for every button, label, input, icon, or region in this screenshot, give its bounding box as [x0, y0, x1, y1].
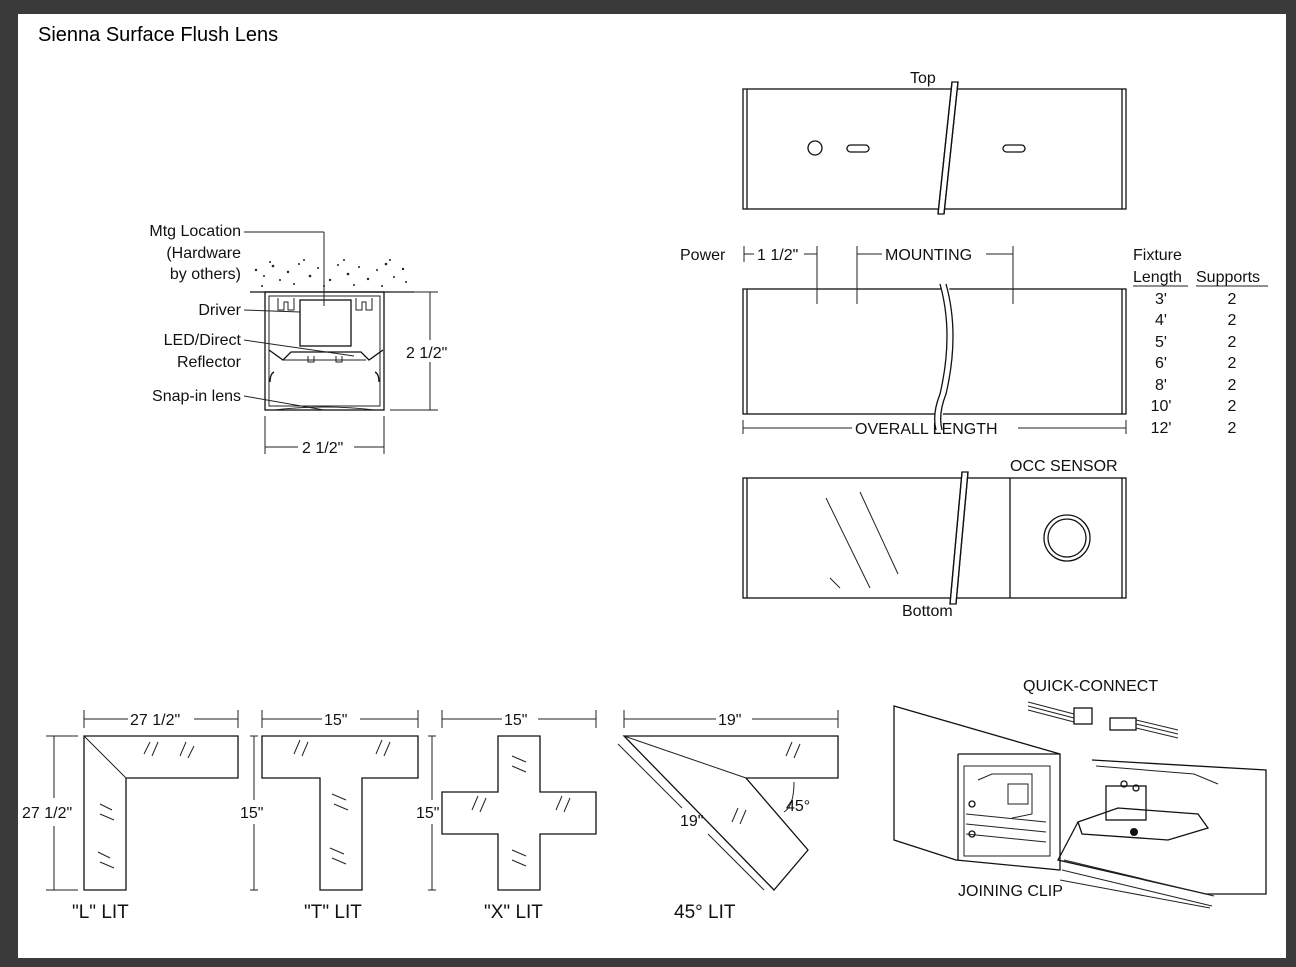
joining-detail: QUICK-CONNECT JOINING CLIP: [893, 678, 1267, 909]
callout-mtg-location: Mtg Location: [149, 223, 241, 240]
table-length-cell: 6': [1155, 355, 1167, 372]
bottom-view: Bottom OCC SENSOR: [742, 458, 1127, 620]
occ-sensor-label: OCC SENSOR: [1010, 458, 1118, 475]
l-lit-name: "L" LIT: [72, 902, 129, 923]
table-length-cell: 4': [1155, 312, 1167, 329]
joining-clip-label: JOINING CLIP: [958, 883, 1063, 900]
callout-led-direct: LED/Direct: [164, 332, 242, 349]
45-lit-angle: 45°: [786, 798, 810, 815]
section-width-dim: 2 1/2": [302, 440, 343, 457]
top-view: Top: [742, 70, 1127, 215]
table-header-supports: Supports: [1196, 269, 1260, 286]
mounting-dim: MOUNTING: [885, 247, 972, 264]
table-length-cell: 10': [1151, 398, 1172, 415]
table-length-cell: 5': [1155, 334, 1167, 351]
callout-by-others: by others): [170, 266, 241, 283]
45-lit-config: 19" 19" 45° 45° LIT: [617, 710, 839, 923]
callout-driver: Driver: [198, 302, 241, 319]
t-lit-width: 15": [324, 712, 347, 729]
table-supports-cell: 2: [1228, 355, 1237, 372]
x-lit-name: "X" LIT: [484, 902, 543, 923]
callout-reflector: Reflector: [177, 354, 242, 371]
support-table: Fixture Length Supports 3' 2 4' 2 5' 2 6…: [1133, 247, 1268, 437]
table-supports-cell: 2: [1228, 312, 1237, 329]
x-lit-height: 15": [416, 805, 439, 822]
table-supports-cell: 2: [1228, 291, 1237, 308]
t-lit-name: "T" LIT: [304, 902, 362, 923]
side-view: Power 1 1/2" MOUNTING OVERALL LENGTH: [680, 246, 1127, 438]
table-supports-cell: 2: [1228, 398, 1237, 415]
45-lit-side: 19": [680, 813, 703, 830]
table-header-fixture: Fixture: [1133, 247, 1182, 264]
table-header-length: Length: [1133, 269, 1182, 286]
table-supports-cell: 2: [1228, 420, 1237, 437]
45-lit-name: 45° LIT: [674, 902, 736, 923]
l-lit-height: 27 1/2": [22, 805, 72, 822]
t-lit-height: 15": [240, 805, 263, 822]
quick-connect-cable: [1027, 701, 1179, 739]
page-title: Sienna Surface Flush Lens: [38, 24, 279, 46]
ceiling-hatch: [254, 259, 407, 287]
power-offset-dim: 1 1/2": [757, 247, 798, 264]
quick-connect-label: QUICK-CONNECT: [1023, 678, 1158, 695]
45-lit-width: 19": [718, 712, 741, 729]
table-length-cell: 12': [1151, 420, 1172, 437]
t-lit-config: 15" 15" "T" LIT: [240, 710, 419, 923]
top-view-label: Top: [910, 70, 936, 87]
table-supports-cell: 2: [1228, 377, 1237, 394]
callout-snap-in-lens: Snap-in lens: [152, 388, 241, 405]
x-lit-config: 15" 15" "X" LIT: [416, 710, 597, 923]
drawing-sheet: Sienna Surface Flush Lens: [18, 14, 1286, 958]
overall-length-dim: OVERALL LENGTH: [855, 421, 998, 438]
bottom-view-label: Bottom: [902, 603, 953, 620]
l-lit-config: 27 1/2" 27 1/2" "L" LIT: [22, 710, 239, 923]
l-lit-width: 27 1/2": [130, 712, 180, 729]
callout-hardware: (Hardware: [166, 245, 241, 262]
table-length-cell: 8': [1155, 377, 1167, 394]
table-length-cell: 3': [1155, 291, 1167, 308]
section-height-dim: 2 1/2": [406, 345, 447, 362]
x-lit-width: 15": [504, 712, 527, 729]
power-label: Power: [680, 247, 726, 264]
table-supports-cell: 2: [1228, 334, 1237, 351]
section-view: Mtg Location (Hardware by others) Driver…: [149, 223, 447, 457]
drawing-canvas: Mtg Location (Hardware by others) Driver…: [22, 70, 1268, 923]
